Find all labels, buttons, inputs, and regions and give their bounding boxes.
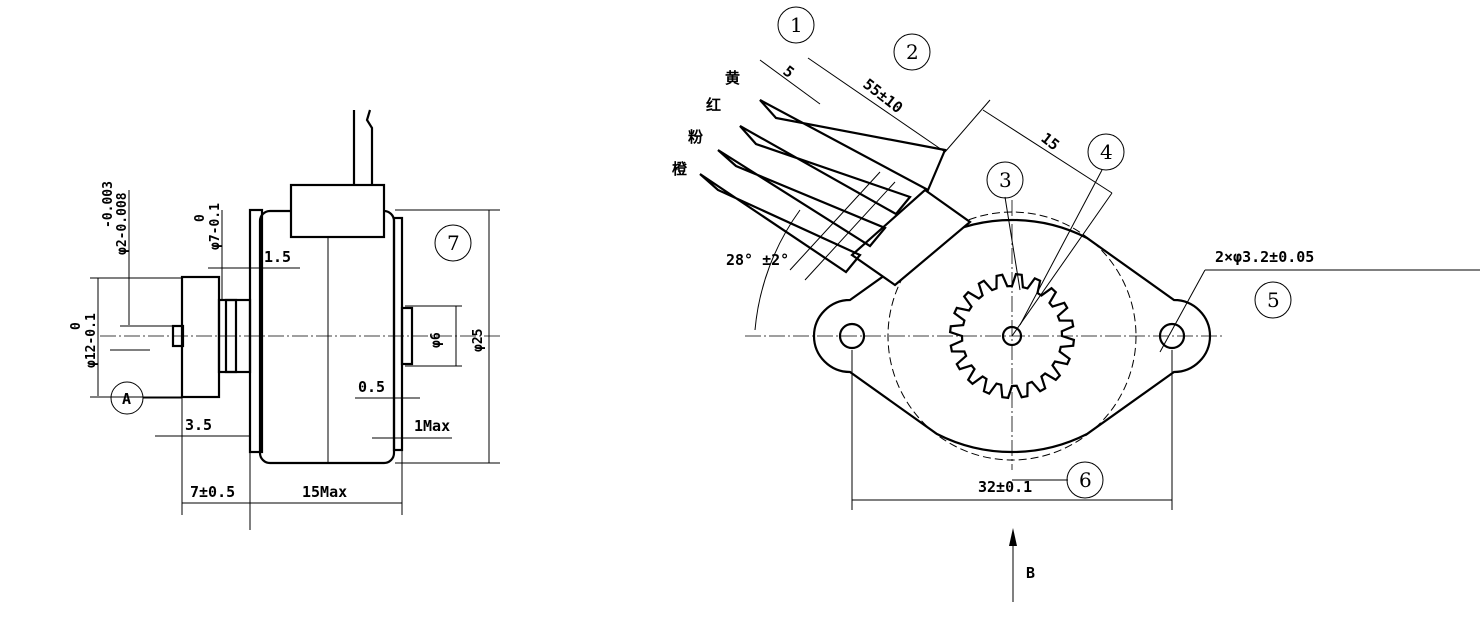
wire-color-pink: 粉	[688, 128, 703, 146]
callout-5-text: 5	[1267, 288, 1280, 312]
boss-inner	[224, 298, 238, 374]
mount-hole-right	[1158, 322, 1186, 350]
callout-2-circle	[893, 33, 931, 71]
dim-phi25: φ25	[471, 329, 486, 352]
mounting-flange	[812, 218, 1212, 454]
leader-3	[1004, 196, 1021, 291]
wire-color-orange: 橙	[672, 160, 688, 178]
dim-boss: φ7-0.1	[208, 203, 223, 250]
dim-0-5: 0.5	[358, 378, 385, 396]
shaft	[171, 324, 185, 348]
callout-3-circle	[986, 161, 1024, 199]
datum-a: A	[122, 390, 131, 408]
rear-plate	[392, 216, 404, 452]
break-line-2	[804, 181, 896, 281]
wire-3	[717, 149, 887, 248]
side-view: φ2-0.008 -0.003 φ12-0.1 0 φ7-0.1 0 1.5 A…	[69, 109, 500, 530]
pinion-gear	[948, 272, 1076, 400]
dim-7: 7±0.5	[190, 483, 235, 501]
cable	[352, 109, 374, 185]
wire-bundle	[699, 99, 947, 281]
break-line-1	[789, 171, 881, 271]
dim-1-5: 1.5	[264, 248, 291, 266]
callout-1-text: 1	[790, 13, 803, 37]
dim-hub: φ12-0.1	[84, 313, 99, 368]
wire-color-red: 红	[706, 96, 721, 114]
dim-32: 32±0.1	[978, 478, 1032, 496]
callout-1: 1	[777, 6, 815, 44]
callout-7-circle	[434, 224, 472, 262]
gear-bore	[1001, 325, 1023, 347]
callout-2: 2	[893, 33, 931, 71]
dim-3-5: 3.5	[185, 416, 212, 434]
callout-4-circle	[1087, 133, 1125, 171]
view-b-arrowhead	[1009, 528, 1017, 546]
hub	[180, 275, 221, 399]
wire-4	[699, 173, 862, 274]
callout-4: 4	[1087, 133, 1125, 171]
ext-15-b	[1011, 192, 1113, 337]
wire-connector	[850, 188, 972, 287]
callout-5-circle	[1254, 281, 1292, 319]
wire-2	[739, 125, 912, 216]
dim-line-15	[982, 109, 1113, 194]
callout-5: 5	[1254, 281, 1292, 319]
body-hidden-circle	[887, 211, 1137, 461]
callout-3-text: 3	[999, 168, 1012, 192]
wire-1	[759, 99, 947, 192]
dim-1max: 1Max	[414, 417, 450, 435]
wire-color-yellow: 黄	[725, 69, 740, 87]
dim-line-5	[759, 59, 821, 105]
dim-angle: 28° ±2°	[726, 251, 789, 269]
callout-2-text: 2	[906, 40, 919, 64]
dim-holes: 2×φ3.2±0.05	[1215, 248, 1314, 266]
leader-4	[1019, 169, 1103, 326]
rear-bearing	[400, 306, 414, 366]
ext-15-a	[944, 99, 991, 153]
callout-6-circle	[1066, 461, 1104, 499]
dim-5: 5	[780, 62, 798, 82]
front-flange	[248, 208, 264, 454]
view-b-label: B	[1026, 564, 1035, 582]
callout-6-text: 6	[1079, 468, 1092, 492]
dim-55: 55±10	[860, 75, 907, 117]
dim-shaft-tol: -0.003	[101, 181, 116, 228]
callout-6: 6	[1066, 461, 1104, 499]
dim-15max: 15Max	[302, 483, 347, 501]
angle-arc	[754, 209, 801, 331]
dim-boss-tol: 0	[193, 214, 208, 222]
dim-hub-tol: 0	[69, 322, 84, 330]
dim-shaft: φ2-0.008	[115, 192, 130, 255]
callout-7: 7	[447, 231, 460, 255]
terminal-housing	[289, 183, 386, 239]
callout-4-text: 4	[1100, 140, 1113, 164]
callout-1-circle	[777, 6, 815, 44]
mount-hole-left	[838, 322, 866, 350]
dim-phi6: φ6	[429, 332, 444, 348]
front-view: 黄 红 粉 橙 5 55±10 15 28° ±2° 2×φ3.2±0.05 3…	[672, 6, 1480, 602]
leader-holes	[1159, 269, 1206, 353]
callout-3: 3	[986, 161, 1024, 199]
dim-15: 15	[1038, 129, 1063, 154]
dim-line-55	[807, 57, 946, 153]
